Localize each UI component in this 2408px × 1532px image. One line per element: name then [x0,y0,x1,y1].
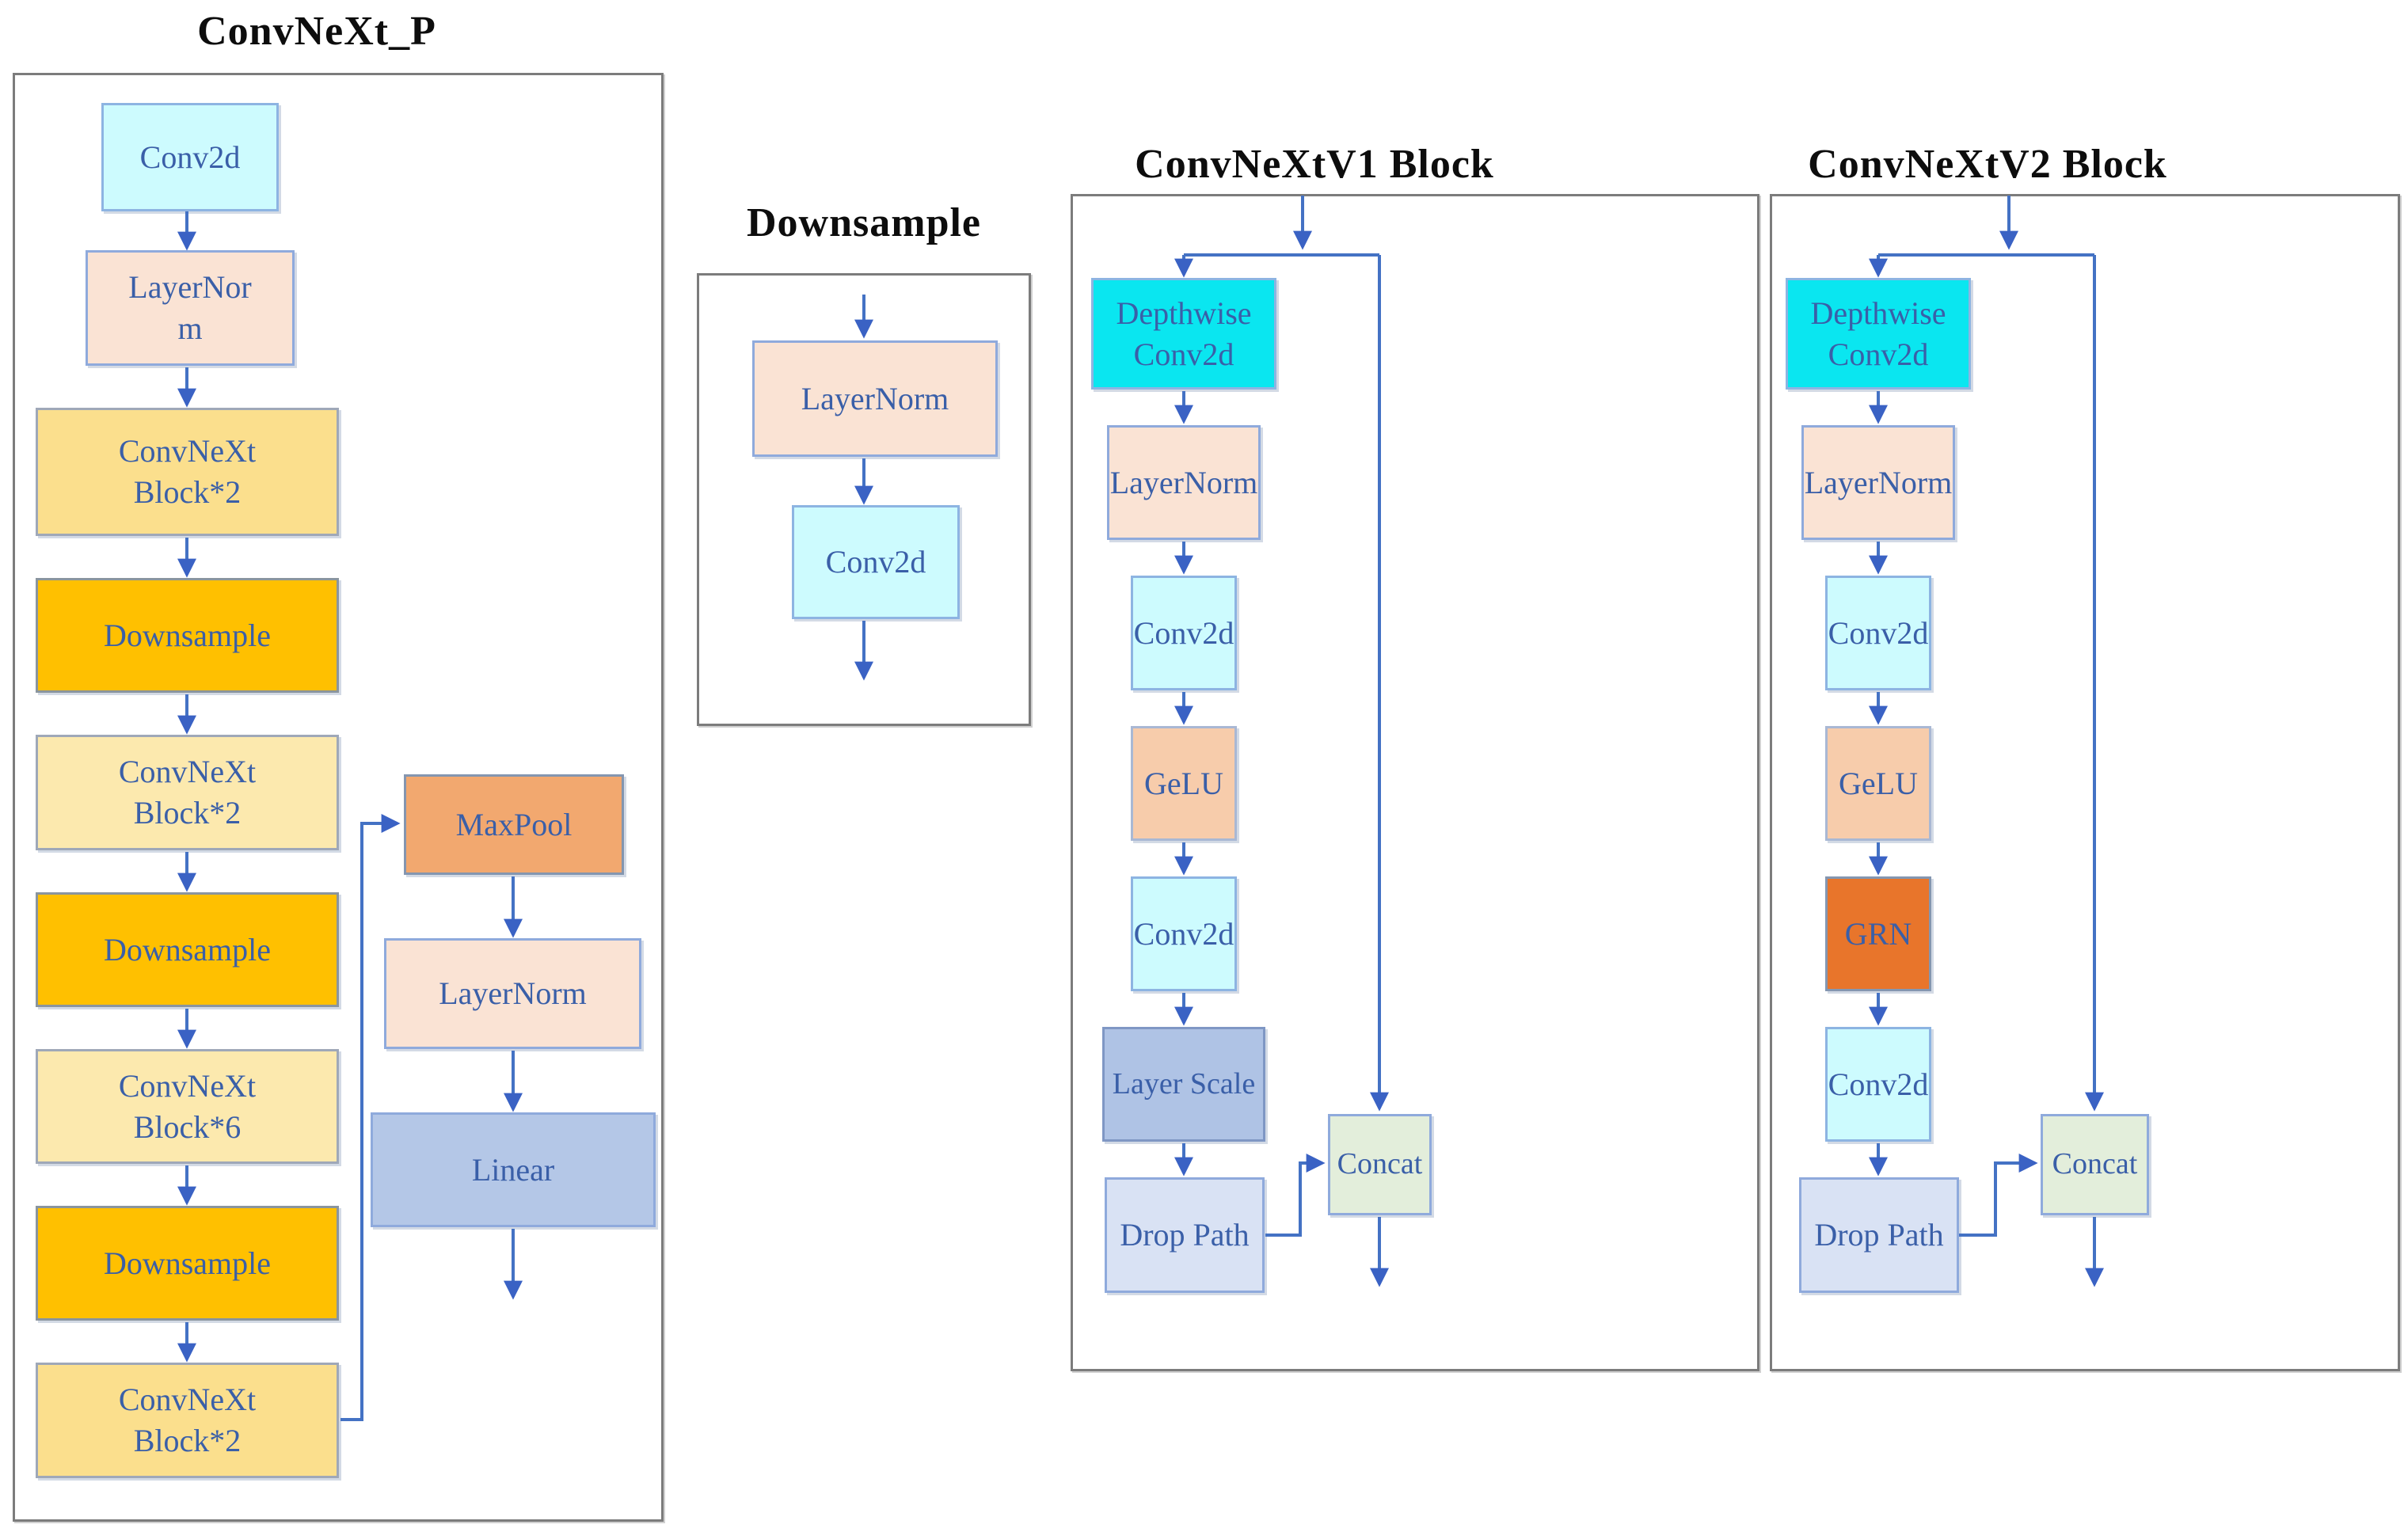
node-stage3-block-label: ConvNeXt [118,1067,257,1104]
node-stage4-block-label: ConvNeXt [118,1382,257,1417]
node-downsample-3: Downsample [36,1206,339,1321]
node-v2-depthwise-label: Depthwise [1810,295,1946,331]
node-downsample-1-label: Downsample [103,617,272,653]
node-v2-gelu-label: GeLU [1839,765,1918,801]
node-stage3-block-label: Block*6 [133,1108,242,1145]
node-v1-gelu-label: GeLU [1144,765,1223,801]
node-stage1-block-label: ConvNeXt [118,433,257,469]
node-v1-concat-label: Concat [1337,1147,1423,1181]
node-ds-layernorm: LayerNorm [752,340,998,457]
node-v2-droppath: Drop Path [1799,1177,1959,1293]
node-v2-conv2d-b: Conv2d [1825,1027,1931,1142]
node-downsample-1: Downsample [36,578,339,693]
node-ds-conv2d: Conv2d [792,505,960,619]
node-ds-layernorm-label: LayerNorm [801,380,949,416]
node-v2-conv2d-a: Conv2d [1825,576,1931,690]
node-v2-depthwise-label: Conv2d [1828,336,1929,372]
node-stem-layernorm-label: LayerNor [128,269,252,305]
node-downsample-3-label: Downsample [103,1245,272,1281]
node-v2-conv2d-a-label: Conv2d [1828,614,1929,651]
node-v1-layerscale-label: Layer Scale [1112,1066,1256,1101]
node-v1-conv2d-a: Conv2d [1131,576,1237,690]
node-downsample-2-label: Downsample [103,931,272,967]
node-stem-layernorm: LayerNor m [86,250,295,366]
node-v2-layernorm-label: LayerNorm [1804,464,1953,500]
panel-title-convnext-p: ConvNeXt_P [197,9,436,54]
node-v2-grn: GRN [1825,876,1931,991]
panel-title-convnextv1: ConvNeXtV1 Block [1135,142,1494,187]
node-v1-conv2d-b: Conv2d [1131,876,1237,991]
node-v2-concat: Concat [2041,1114,2149,1215]
node-v1-droppath-label: Drop Path [1120,1217,1250,1253]
node-downsample-2: Downsample [36,892,339,1007]
node-v2-layernorm: LayerNorm [1801,425,1955,540]
node-head-maxpool: MaxPool [404,774,624,875]
node-v1-depthwise-label: Conv2d [1133,336,1234,372]
panel-title-downsample: Downsample [746,200,982,245]
node-stem-layernorm-label: m [177,310,203,346]
node-v1-droppath: Drop Path [1105,1177,1265,1293]
node-head-linear-label: Linear [471,1151,555,1188]
node-v1-layerscale: Layer Scale [1102,1027,1265,1142]
node-v2-gelu: GeLU [1825,726,1931,841]
node-v1-gelu: GeLU [1131,726,1237,841]
node-head-linear: Linear [371,1112,656,1227]
node-v2-concat-label: Concat [2052,1147,2138,1181]
panel-frame-convnext-p [13,73,664,1522]
panel-frame-downsample [697,273,1031,726]
node-ds-conv2d-label: Conv2d [825,544,926,580]
node-v1-conv2d-a-label: Conv2d [1133,614,1234,651]
node-stem-conv2d: Conv2d [101,103,279,211]
node-stage2-block-label: ConvNeXt [118,754,257,789]
node-v1-depthwise-label: Depthwise [1116,295,1252,331]
node-stage2-block-label: Block*2 [133,795,242,831]
node-v2-grn-label: GRN [1844,915,1912,952]
panel-frame-convnextv1 [1071,194,1759,1371]
node-stem-conv2d-label: Conv2d [139,139,241,175]
node-v1-concat: Concat [1328,1114,1432,1215]
node-v2-conv2d-b-label: Conv2d [1828,1066,1929,1102]
node-head-layernorm-label: LayerNorm [439,975,587,1011]
panel-frame-convnextv2 [1770,194,2400,1371]
node-v1-layernorm-label: LayerNorm [1109,464,1258,500]
node-stage1-block-label: Block*2 [133,474,242,510]
node-stage4-block-label: Block*2 [133,1423,242,1458]
node-v1-conv2d-b-label: Conv2d [1133,915,1234,952]
panel-title-convnextv2: ConvNeXtV2 Block [1808,142,2167,187]
node-head-layernorm: LayerNorm [384,938,641,1049]
node-v1-layernorm: LayerNorm [1107,425,1261,540]
node-head-maxpool-label: MaxPool [455,806,573,842]
node-v2-droppath-label: Drop Path [1814,1217,1944,1253]
